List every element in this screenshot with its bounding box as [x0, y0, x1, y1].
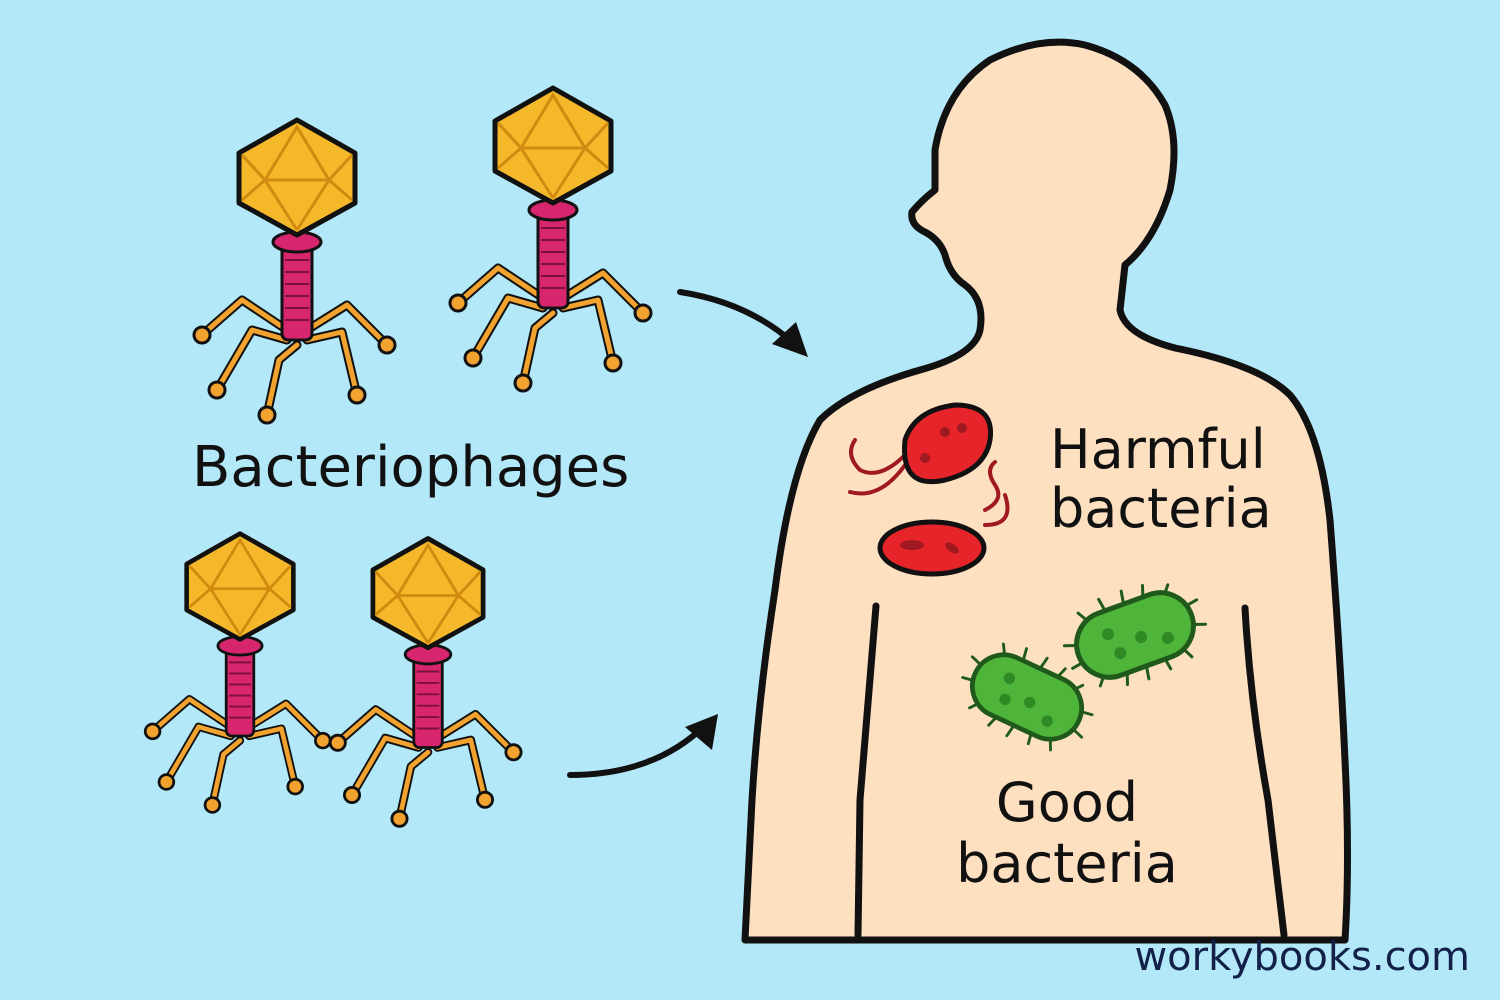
bacteriophage-1 [194, 120, 395, 423]
left-arm-line [854, 602, 880, 939]
good-bacteria-label: Good bacteria [952, 772, 1182, 894]
good-label-line2: bacteria [956, 832, 1178, 896]
bacteriophages-label: Bacteriophages [192, 435, 630, 500]
bacteriophage-2 [450, 88, 651, 391]
harmful-label-line2: bacteria [1050, 477, 1272, 541]
harmful-bacteria-icon [848, 402, 1010, 577]
good-label-line1: Good [995, 771, 1139, 834]
arrow-icon-bottom [567, 714, 718, 778]
arrow-icon-top [677, 289, 808, 357]
watermark: workybooks.com [1134, 934, 1470, 980]
right-arm-line [1241, 604, 1288, 939]
human-body-silhouette [741, 38, 1351, 944]
harmful-bacteria-label: Harmful bacteria [1050, 420, 1272, 539]
harmful-label-line1: Harmful [1050, 418, 1266, 481]
bacteriophage-3 [145, 534, 330, 813]
bacteriophage-4 [330, 539, 521, 827]
